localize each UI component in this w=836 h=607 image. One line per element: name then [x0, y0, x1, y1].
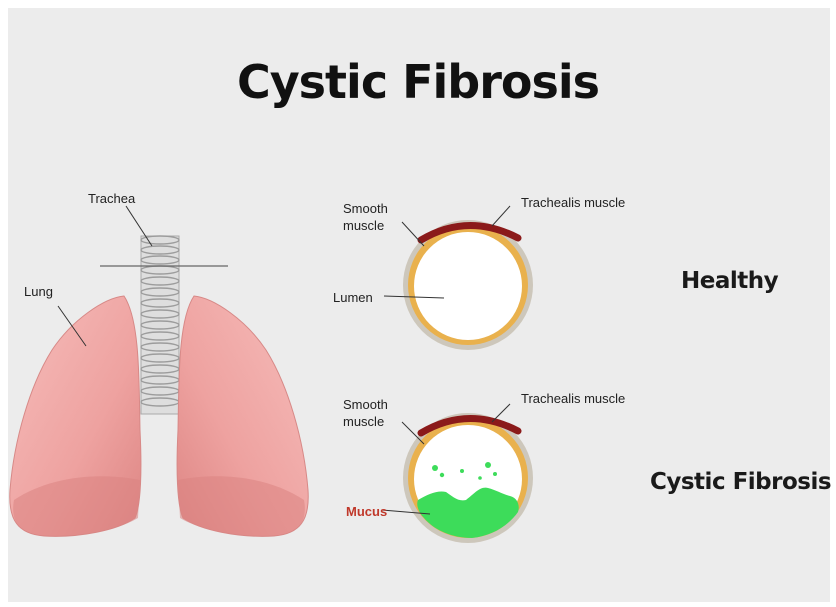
cf-trachealis-muscle-label: Trachealis muscle [521, 390, 625, 407]
diagram-title: Cystic Fibrosis [0, 55, 836, 109]
mucus-label: Mucus [346, 503, 387, 520]
cystic-fibrosis-heading: Cystic Fibrosis [650, 469, 831, 495]
cf-smooth-muscle-label: Smooth muscle [343, 396, 388, 430]
lung-label: Lung [24, 283, 53, 300]
cf-airway-cross-section [403, 413, 533, 543]
trachea-illustration [141, 236, 179, 414]
healthy-heading: Healthy [681, 268, 778, 294]
healthy-smooth-muscle-label: Smooth muscle [343, 200, 388, 234]
healthy-trachealis-muscle-label: Trachealis muscle [521, 194, 625, 211]
lumen-label: Lumen [333, 289, 373, 306]
trachea-label: Trachea [88, 190, 135, 207]
healthy-airway-cross-section [403, 220, 533, 350]
